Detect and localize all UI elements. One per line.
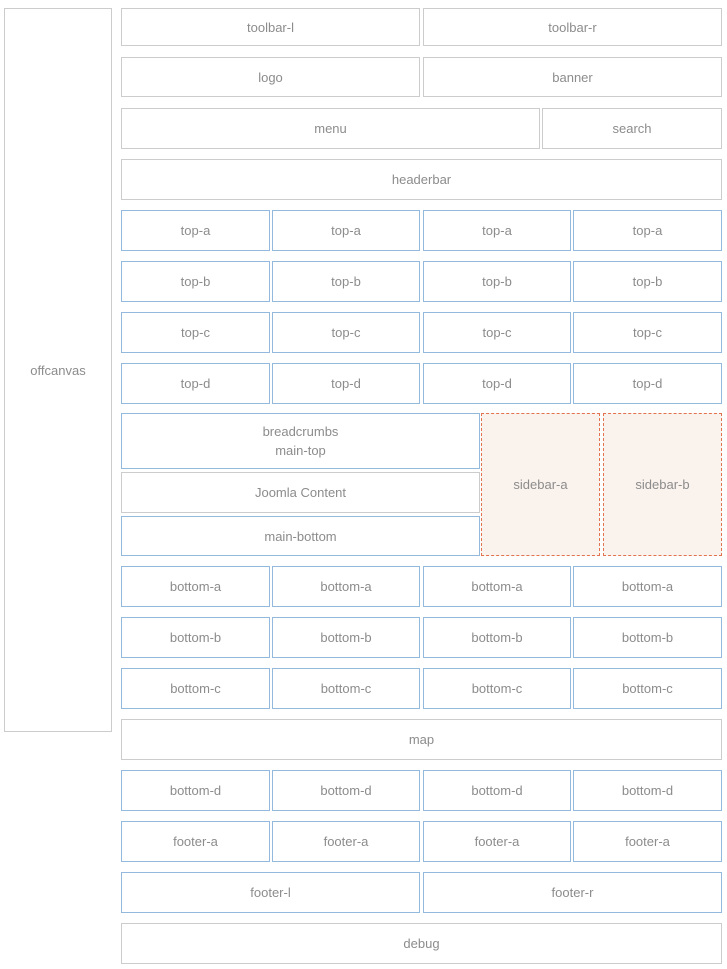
position-footer-a-1: footer-a (121, 821, 270, 862)
position-footer-a-4: footer-a (573, 821, 722, 862)
position-toolbar-l: toolbar-l (121, 8, 420, 46)
position-bottom-b-4: bottom-b (573, 617, 722, 658)
position-sidebar-a: sidebar-a (481, 413, 600, 556)
position-toolbar-r: toolbar-r (423, 8, 722, 46)
position-map: map (121, 719, 722, 760)
position-sidebar-b: sidebar-b (603, 413, 722, 556)
position-bottom-a-2: bottom-a (272, 566, 420, 607)
position-top-b-4: top-b (573, 261, 722, 302)
position-top-b-3: top-b (423, 261, 571, 302)
position-top-b-2: top-b (272, 261, 420, 302)
component-area-joomla-content: Joomla Content (121, 472, 480, 513)
position-menu: menu (121, 108, 540, 149)
position-footer-l: footer-l (121, 872, 420, 913)
position-logo: logo (121, 57, 420, 97)
position-bottom-b-2: bottom-b (272, 617, 420, 658)
position-bottom-b-1: bottom-b (121, 617, 270, 658)
position-bottom-c-4: bottom-c (573, 668, 722, 709)
position-bottom-c-2: bottom-c (272, 668, 420, 709)
position-breadcrumbs-label: breadcrumbs (262, 424, 339, 439)
position-bottom-d-4: bottom-d (573, 770, 722, 811)
position-top-d-1: top-d (121, 363, 270, 404)
position-bottom-c-3: bottom-c (423, 668, 571, 709)
position-bottom-d-1: bottom-d (121, 770, 270, 811)
position-top-c-2: top-c (272, 312, 420, 353)
position-debug: debug (121, 923, 722, 964)
position-breadcrumbs-main-top: breadcrumbs main-top (121, 413, 480, 469)
position-footer-a-2: footer-a (272, 821, 420, 862)
position-bottom-d-3: bottom-d (423, 770, 571, 811)
position-top-d-2: top-d (272, 363, 420, 404)
position-top-d-4: top-d (573, 363, 722, 404)
position-bottom-a-4: bottom-a (573, 566, 722, 607)
position-top-d-3: top-d (423, 363, 571, 404)
position-bottom-a-3: bottom-a (423, 566, 571, 607)
position-bottom-d-2: bottom-d (272, 770, 420, 811)
position-bottom-c-1: bottom-c (121, 668, 270, 709)
position-top-c-3: top-c (423, 312, 571, 353)
position-top-a-1: top-a (121, 210, 270, 251)
position-search: search (542, 108, 722, 149)
position-main-bottom: main-bottom (121, 516, 480, 556)
position-top-a-2: top-a (272, 210, 420, 251)
position-bottom-b-3: bottom-b (423, 617, 571, 658)
position-banner: banner (423, 57, 722, 97)
position-top-a-4: top-a (573, 210, 722, 251)
position-top-c-4: top-c (573, 312, 722, 353)
position-main-top-label: main-top (275, 443, 326, 458)
position-top-b-1: top-b (121, 261, 270, 302)
position-top-a-3: top-a (423, 210, 571, 251)
position-headerbar: headerbar (121, 159, 722, 200)
position-offcanvas: offcanvas (4, 8, 112, 732)
position-footer-a-3: footer-a (423, 821, 571, 862)
position-top-c-1: top-c (121, 312, 270, 353)
position-footer-r: footer-r (423, 872, 722, 913)
position-bottom-a-1: bottom-a (121, 566, 270, 607)
